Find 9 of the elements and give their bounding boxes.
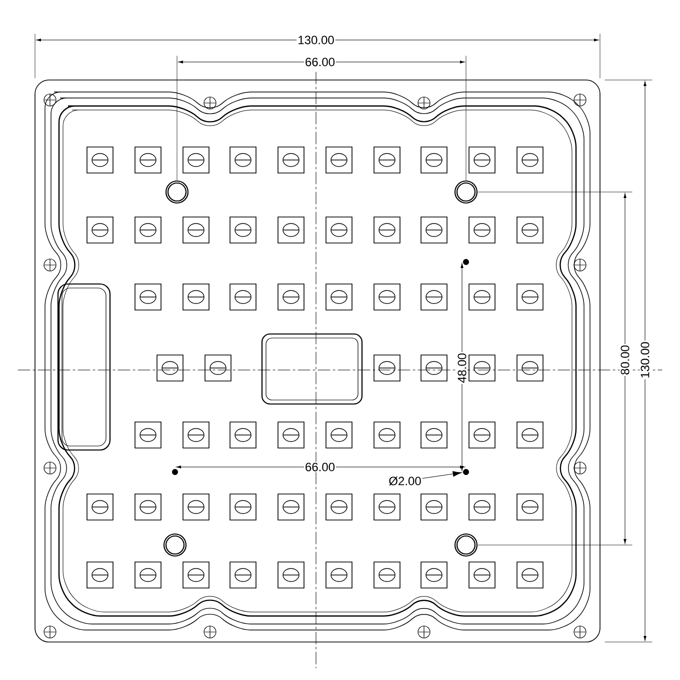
dimension-label: 130.00 [640,340,650,380]
leader-line [422,471,462,479]
dimension-label: 80.00 [620,344,630,376]
hole [463,469,469,475]
dimension-label: 130.00 [296,34,336,46]
dimension-label: 48.00 [456,352,468,384]
dimension-label: 66.00 [304,462,336,472]
dimension-label: 66.00 [304,56,336,68]
hole-label: Ø2.00 [389,476,421,486]
